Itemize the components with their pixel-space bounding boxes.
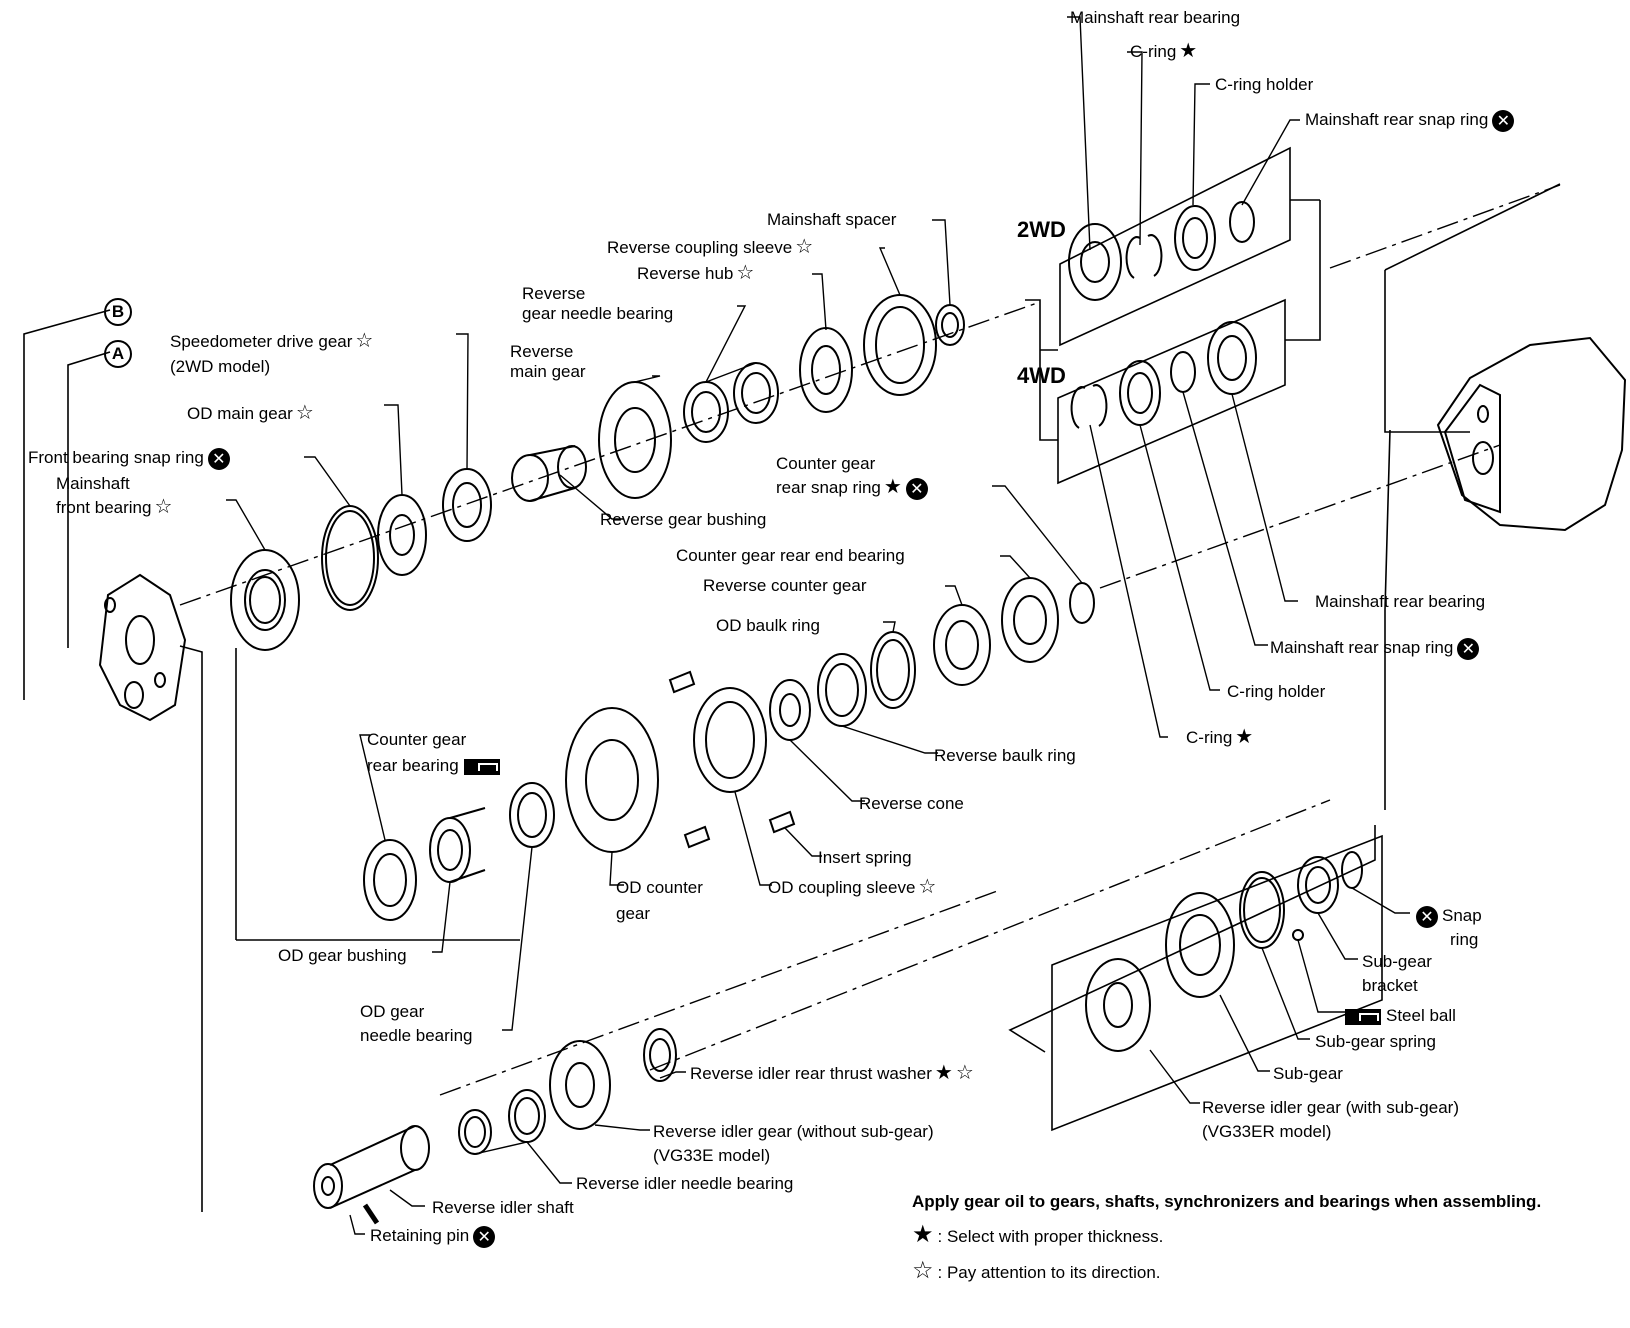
leader-frame-lines xyxy=(24,184,1560,1212)
label-reverse-main-gear-1: Reverse xyxy=(510,342,574,361)
label-reverse-idler-gear-with-2: (VG33ER model) xyxy=(1202,1122,1332,1141)
label-reverse-coupling-sleeve: Reverse coupling sleeve☆ xyxy=(607,234,814,258)
rear-housing xyxy=(1438,338,1625,530)
subgear-box xyxy=(1052,836,1382,1130)
label-c-ring-top: C-ring★ xyxy=(1130,38,1198,62)
label-mainshaft-front-bearing-1: Mainshaft xyxy=(56,474,130,493)
label-od-gear-needle-bearing-2: needle bearing xyxy=(360,1026,473,1045)
label-reverse-hub: Reverse hub☆ xyxy=(637,260,755,284)
label-reverse-main-gear-2: main gear xyxy=(510,362,586,381)
label-mainshaft-spacer: Mainshaft spacer xyxy=(767,210,897,229)
front-housing-plate xyxy=(100,575,185,720)
outline-star-icon: ☆ xyxy=(355,328,374,352)
filled-star-icon: ★ xyxy=(1235,724,1254,748)
label-od-baulk-ring: OD baulk ring xyxy=(716,616,820,635)
outline-star-icon: ☆ xyxy=(795,234,814,258)
filled-star-icon: ★ xyxy=(883,474,902,498)
label-od-counter-gear-1: OD counter xyxy=(616,878,703,897)
tool-symbol-icon xyxy=(463,758,500,775)
x-mark-icon: ✕ xyxy=(207,447,230,470)
label-reverse-baulk-ring: Reverse baulk ring xyxy=(934,746,1076,765)
reverse-idler-parts xyxy=(314,1029,676,1223)
label-counter-gear-rear-snap-ring-2: rear snap ring★✕ xyxy=(776,476,928,500)
label-c-ring-holder-top: C-ring holder xyxy=(1215,75,1314,94)
filled-star-icon: ★ xyxy=(934,1060,953,1084)
wd4-parts xyxy=(1072,322,1256,428)
label-reverse-cone: Reverse cone xyxy=(859,794,964,813)
section-2wd: 2WD xyxy=(1017,217,1066,242)
label-speedometer-model: (2WD model) xyxy=(170,357,271,376)
x-mark-icon: ✕ xyxy=(1457,637,1480,660)
label-sub-gear-spring: Sub-gear spring xyxy=(1315,1032,1436,1051)
outline-star-icon: ☆ xyxy=(955,1060,974,1084)
label-od-gear-needle-bearing-1: OD gear xyxy=(360,1002,425,1021)
label-speedometer-drive-gear: Speedometer drive gear☆ xyxy=(170,328,374,352)
tool-symbol-icon xyxy=(1345,1008,1381,1025)
label-c-ring-4wd: C-ring★ xyxy=(1186,724,1254,748)
leader-lines xyxy=(226,17,1410,1234)
label-snap-ring-1: ✕Snap xyxy=(1416,904,1482,928)
label-reverse-idler-shaft: Reverse idler shaft xyxy=(432,1198,574,1217)
label-sub-gear: Sub-gear xyxy=(1273,1064,1343,1083)
outline-star-icon: ☆ xyxy=(918,874,937,898)
label-reverse-idler-gear-without-2: (VG33E model) xyxy=(653,1146,771,1165)
outline-star-icon: ☆ xyxy=(912,1256,934,1284)
label-sub-gear-bracket-1: Sub-gear xyxy=(1362,952,1432,971)
label-od-counter-gear-2: gear xyxy=(616,904,651,923)
section-4wd: 4WD xyxy=(1017,363,1066,388)
callout-a: A xyxy=(104,340,132,368)
label-od-gear-bushing: OD gear bushing xyxy=(278,946,407,965)
label-counter-gear-rear-bearing-2: rear bearing xyxy=(367,754,500,778)
label-mainshaft-rear-bearing-top: Mainshaft rear bearing xyxy=(1070,8,1241,27)
filled-star-icon: ★ xyxy=(1179,38,1198,62)
label-reverse-gear-needle-bearing-1: Reverse xyxy=(522,284,586,303)
filled-star-icon: ★ xyxy=(912,1220,934,1248)
label-reverse-gear-needle-bearing-2: gear needle bearing xyxy=(522,304,674,323)
wd2-parts xyxy=(1069,202,1254,300)
label-reverse-idler-needle-bearing: Reverse idler needle bearing xyxy=(576,1174,794,1193)
label-snap-ring-2: ring xyxy=(1450,930,1479,949)
label-od-coupling-sleeve: OD coupling sleeve☆ xyxy=(768,874,937,898)
label-od-main-gear: OD main gear☆ xyxy=(187,400,314,424)
label-front-bearing-snap-ring: Front bearing snap ring✕ xyxy=(28,446,230,470)
label-reverse-idler-rear-thrust-washer: Reverse idler rear thrust washer★☆ xyxy=(690,1060,974,1084)
label-steel-ball: Steel ball xyxy=(1345,1004,1456,1028)
callout-b: B xyxy=(104,298,132,326)
label-mainshaft-rear-snap-ring-top: Mainshaft rear snap ring✕ xyxy=(1305,108,1515,132)
x-mark-icon: ✕ xyxy=(905,477,928,500)
note-pay-attention: ☆: Pay attention to its direction. xyxy=(912,1256,1161,1284)
label-counter-gear-rear-snap-ring-1: Counter gear xyxy=(776,454,876,473)
x-mark-icon: ✕ xyxy=(1416,905,1438,928)
label-counter-gear-rear-bearing-1: Counter gear xyxy=(367,730,467,749)
note-apply-gear-oil: Apply gear oil to gears, shafts, synchro… xyxy=(912,1192,1542,1211)
x-mark-icon: ✕ xyxy=(1492,109,1515,132)
label-reverse-counter-gear: Reverse counter gear xyxy=(703,576,867,595)
label-mainshaft-rear-bearing-4wd: Mainshaft rear bearing xyxy=(1315,592,1486,611)
label-reverse-idler-gear-without-1: Reverse idler gear (without sub-gear) xyxy=(653,1122,934,1141)
label-retaining-pin: Retaining pin✕ xyxy=(370,1224,496,1248)
label-reverse-idler-gear-with-1: Reverse idler gear (with sub-gear) xyxy=(1202,1098,1459,1117)
label-counter-gear-rear-end-bearing: Counter gear rear end bearing xyxy=(676,546,905,565)
label-mainshaft-front-bearing-2: front bearing☆ xyxy=(56,494,173,518)
centerlines xyxy=(180,185,1560,1095)
label-mainshaft-rear-snap-ring-4wd: Mainshaft rear snap ring✕ xyxy=(1270,636,1480,660)
label-insert-spring: Insert spring xyxy=(818,848,912,867)
wd-boxes xyxy=(1025,148,1320,483)
label-c-ring-holder-4wd: C-ring holder xyxy=(1227,682,1326,701)
subgear-parts xyxy=(1086,852,1362,1051)
outline-star-icon: ☆ xyxy=(736,260,755,284)
x-mark-icon: ✕ xyxy=(473,1225,496,1248)
outline-star-icon: ☆ xyxy=(295,400,314,424)
note-select-thickness: ★: Select with proper thickness. xyxy=(912,1220,1164,1248)
outline-star-icon: ☆ xyxy=(154,494,173,518)
label-sub-gear-bracket-2: bracket xyxy=(1362,976,1418,995)
label-reverse-gear-bushing: Reverse gear bushing xyxy=(600,510,767,529)
